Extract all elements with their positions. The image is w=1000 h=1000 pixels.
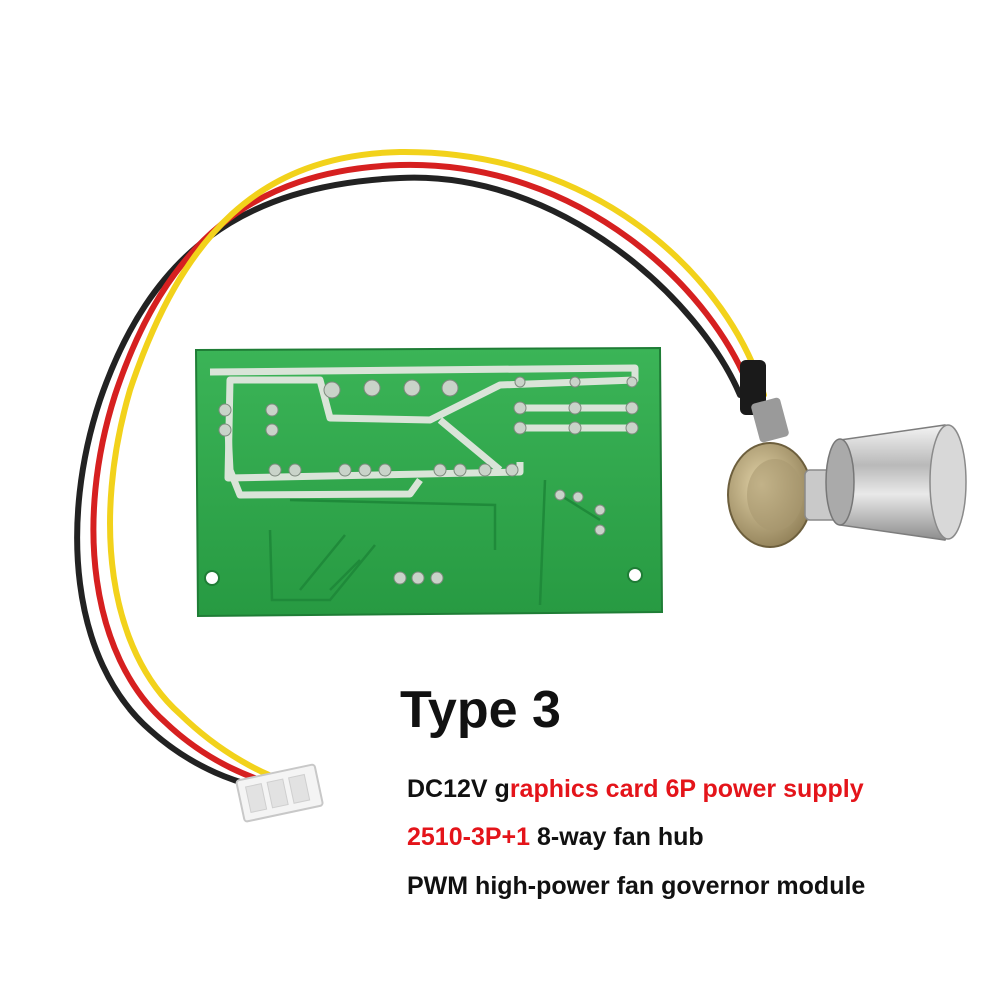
wire-sleeve — [740, 360, 766, 415]
wire-red — [90, 161, 755, 789]
spec-line-hub: 2510-3P+1 8-way fan hub — [407, 823, 704, 852]
spec-line-module: PWM high-power fan governor module — [407, 872, 866, 900]
pcb-board — [194, 346, 664, 618]
product-type-title: Type 3 — [400, 681, 561, 739]
potentiometer — [727, 397, 846, 548]
spec-line-hub-highlight: 2510-3P+1 — [407, 823, 531, 851]
spec-line-power-highlight: raphics card 6P power supply — [509, 775, 864, 803]
spec-line-power-prefix: DC12V g — [407, 775, 510, 803]
fan-connector — [235, 763, 324, 823]
knob — [825, 424, 967, 541]
wire-black — [74, 174, 743, 793]
spec-line-hub-suffix: 8-way fan hub — [530, 823, 704, 851]
wire-bundle — [74, 148, 767, 793]
spec-line-power: DC12V graphics card 6P power supply — [407, 775, 864, 804]
wire-yellow — [107, 148, 767, 785]
